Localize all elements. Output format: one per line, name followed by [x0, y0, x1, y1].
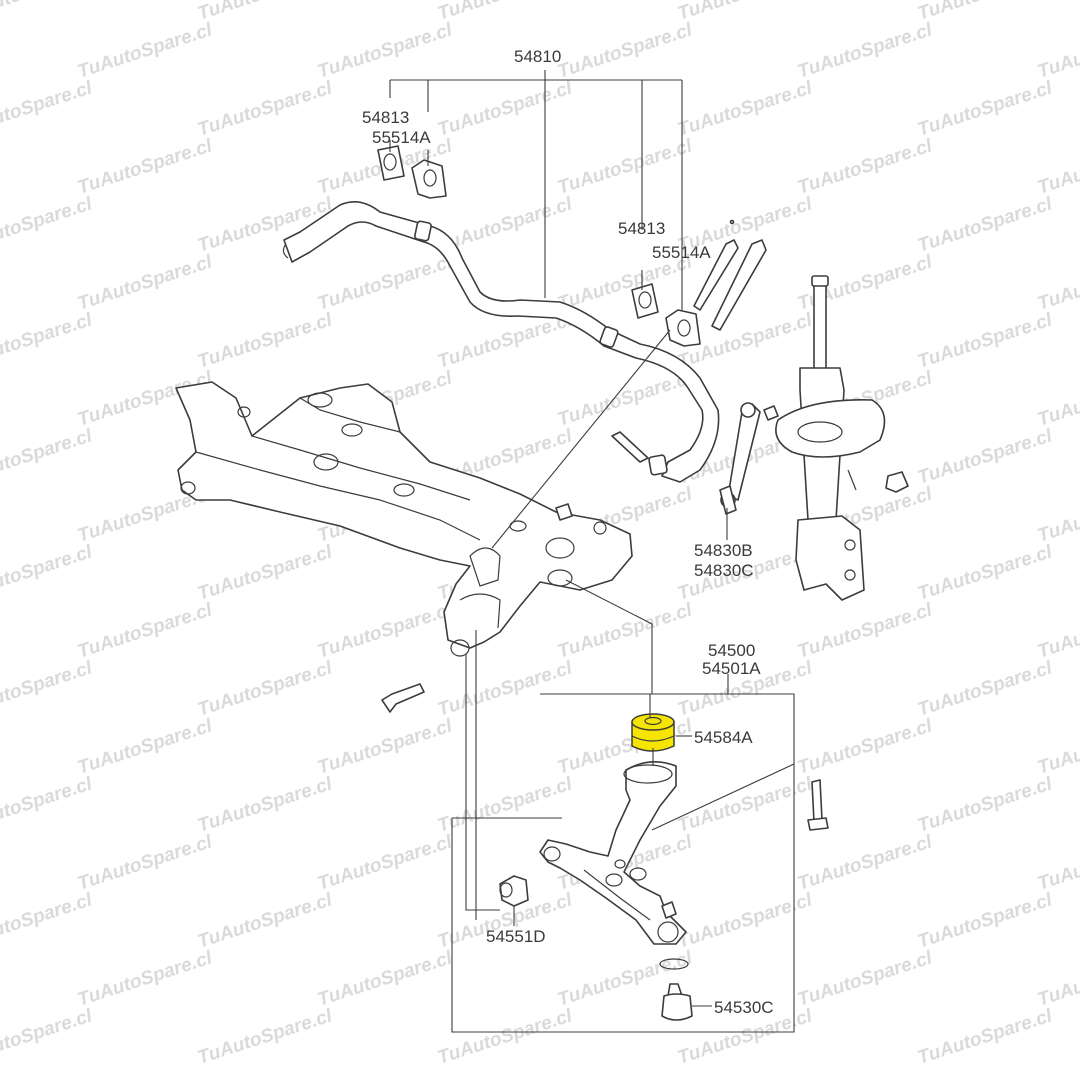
- watermark-text: TuAutoSpare.cl: [1035, 19, 1080, 82]
- watermark-text: TuAutoSpare.cl: [555, 367, 695, 430]
- watermark-text: TuAutoSpare.cl: [195, 657, 335, 720]
- watermark-text: TuAutoSpare.cl: [795, 715, 935, 778]
- stabilizer-link-54830: [611, 402, 779, 515]
- watermark-text: TuAutoSpare.cl: [75, 599, 215, 662]
- watermark-text: TuAutoSpare.cl: [195, 773, 335, 836]
- watermark-text: TuAutoSpare.cl: [1035, 831, 1080, 894]
- watermark-text: TuAutoSpare.cl: [795, 947, 935, 1010]
- watermark-text: TuAutoSpare.cl: [195, 541, 335, 604]
- watermark-text: TuAutoSpare.cl: [75, 947, 215, 1010]
- watermark-text: TuAutoSpare.cl: [915, 77, 1055, 140]
- watermark-text: TuAutoSpare.cl: [795, 135, 935, 198]
- bushing-54584A-highlighted: [631, 713, 675, 752]
- watermark-text: TuAutoSpare.cl: [195, 1005, 335, 1068]
- watermark-text: TuAutoSpare.cl: [75, 251, 215, 314]
- label-54813-mid: 54813: [618, 219, 665, 238]
- watermark-text: TuAutoSpare.cl: [315, 831, 455, 894]
- watermark-text: TuAutoSpare.cl: [435, 0, 575, 25]
- watermark-text: TuAutoSpare.cl: [0, 193, 95, 256]
- label-54584A: 54584A: [694, 728, 753, 747]
- watermark-text: TuAutoSpare.cl: [315, 947, 455, 1010]
- label-54500: 54500: [708, 641, 755, 660]
- label-54530C: 54530C: [714, 998, 774, 1017]
- label-54551D: 54551D: [486, 927, 546, 946]
- watermark-text: TuAutoSpare.cl: [0, 425, 95, 488]
- watermark-text: TuAutoSpare.cl: [1035, 135, 1080, 198]
- bushing-54551D: [499, 875, 529, 907]
- watermark-text: TuAutoSpare.cl: [915, 657, 1055, 720]
- label-54813-top: 54813: [362, 108, 409, 127]
- watermark-text: TuAutoSpare.cl: [435, 773, 575, 836]
- watermark-text: TuAutoSpare.cl: [915, 1005, 1055, 1068]
- watermark-text: TuAutoSpare.cl: [915, 889, 1055, 952]
- watermark-text: TuAutoSpare.cl: [435, 1005, 575, 1068]
- lower-control-arm: [539, 761, 687, 945]
- watermark-text: TuAutoSpare.cl: [0, 1005, 95, 1068]
- shock-absorber-strut: [775, 275, 909, 601]
- watermark-text: TuAutoSpare.cl: [435, 77, 575, 140]
- watermark-text: TuAutoSpare.cl: [795, 19, 935, 82]
- watermark-text: TuAutoSpare.cl: [195, 889, 335, 952]
- watermark-text: TuAutoSpare.cl: [915, 309, 1055, 372]
- watermark-text: TuAutoSpare.cl: [1035, 715, 1080, 778]
- watermark-text: TuAutoSpare.cl: [795, 599, 935, 662]
- watermark-text: TuAutoSpare.cl: [915, 541, 1055, 604]
- watermark-text: TuAutoSpare.cl: [1035, 947, 1080, 1010]
- ball-joint-54530C: [659, 958, 693, 1021]
- watermark-text: TuAutoSpare.cl: [315, 715, 455, 778]
- watermark-text: TuAutoSpare.cl: [1035, 483, 1080, 546]
- watermark-text: TuAutoSpare.cl: [195, 0, 335, 25]
- watermark-text: TuAutoSpare.cl: [435, 657, 575, 720]
- watermark-text: TuAutoSpare.cl: [75, 135, 215, 198]
- label-54830C: 54830C: [694, 561, 754, 580]
- watermark-text: TuAutoSpare.cl: [0, 77, 95, 140]
- watermark-text: TuAutoSpare.cl: [315, 19, 455, 82]
- watermark-text: TuAutoSpare.cl: [0, 541, 95, 604]
- bushing-54813-top: [377, 145, 405, 181]
- label-55514A-top: 55514A: [372, 128, 431, 147]
- watermark-text: TuAutoSpare.cl: [195, 309, 335, 372]
- watermark-text: TuAutoSpare.cl: [75, 715, 215, 778]
- watermark-text: TuAutoSpare.cl: [795, 831, 935, 894]
- watermark-text: TuAutoSpare.cl: [675, 77, 815, 140]
- watermark-text: TuAutoSpare.cl: [555, 135, 695, 198]
- watermark-text: TuAutoSpare.cl: [915, 425, 1055, 488]
- front-subframe-crossmember: [175, 381, 633, 713]
- label-54501A: 54501A: [702, 659, 761, 678]
- highlighted-bushing-top: [631, 713, 675, 731]
- watermark-text: TuAutoSpare.cl: [435, 309, 575, 372]
- watermark-text: TuAutoSpare.cl: [0, 309, 95, 372]
- watermark-text: TuAutoSpare.cl: [315, 599, 455, 662]
- watermark-text: TuAutoSpare.cl: [0, 0, 95, 25]
- watermark-text: TuAutoSpare.cl: [675, 0, 815, 25]
- bracket-55514A-top: [411, 159, 447, 199]
- watermark-text: TuAutoSpare.cl: [0, 889, 95, 952]
- watermark-text: TuAutoSpare.cl: [75, 19, 215, 82]
- watermark-text: TuAutoSpare.cl: [0, 773, 95, 836]
- watermark-text: TuAutoSpare.cl: [195, 77, 335, 140]
- watermark-text: TuAutoSpare.cl: [75, 831, 215, 894]
- bracket-55514A-mid: [665, 309, 701, 347]
- watermark-text: TuAutoSpare.cl: [1035, 367, 1080, 430]
- stabilizer-bar-assembly: [282, 145, 767, 483]
- watermark-text: TuAutoSpare.cl: [915, 0, 1055, 25]
- label-54810: 54810: [514, 47, 561, 66]
- mounting-bolt: [811, 779, 823, 823]
- watermark-text: TuAutoSpare.cl: [0, 657, 95, 720]
- watermark-text: TuAutoSpare.cl: [1035, 599, 1080, 662]
- leader-lines: [389, 70, 795, 1033]
- watermark-text: TuAutoSpare.cl: [1035, 251, 1080, 314]
- bushing-54813-mid: [631, 283, 659, 319]
- watermark-text: TuAutoSpare.cl: [915, 193, 1055, 256]
- label-54830B: 54830B: [694, 541, 753, 560]
- stabilizer-bar: [283, 200, 720, 483]
- label-55514A-mid: 55514A: [652, 243, 711, 262]
- watermark-text: TuAutoSpare.cl: [315, 251, 455, 314]
- watermark-text: TuAutoSpare.cl: [555, 19, 695, 82]
- watermark-text: TuAutoSpare.cl: [555, 599, 695, 662]
- watermark-text: TuAutoSpare.cl: [915, 773, 1055, 836]
- part-labels: 54810 54813 55514A 54813 55514A 54830B 5…: [362, 47, 774, 1017]
